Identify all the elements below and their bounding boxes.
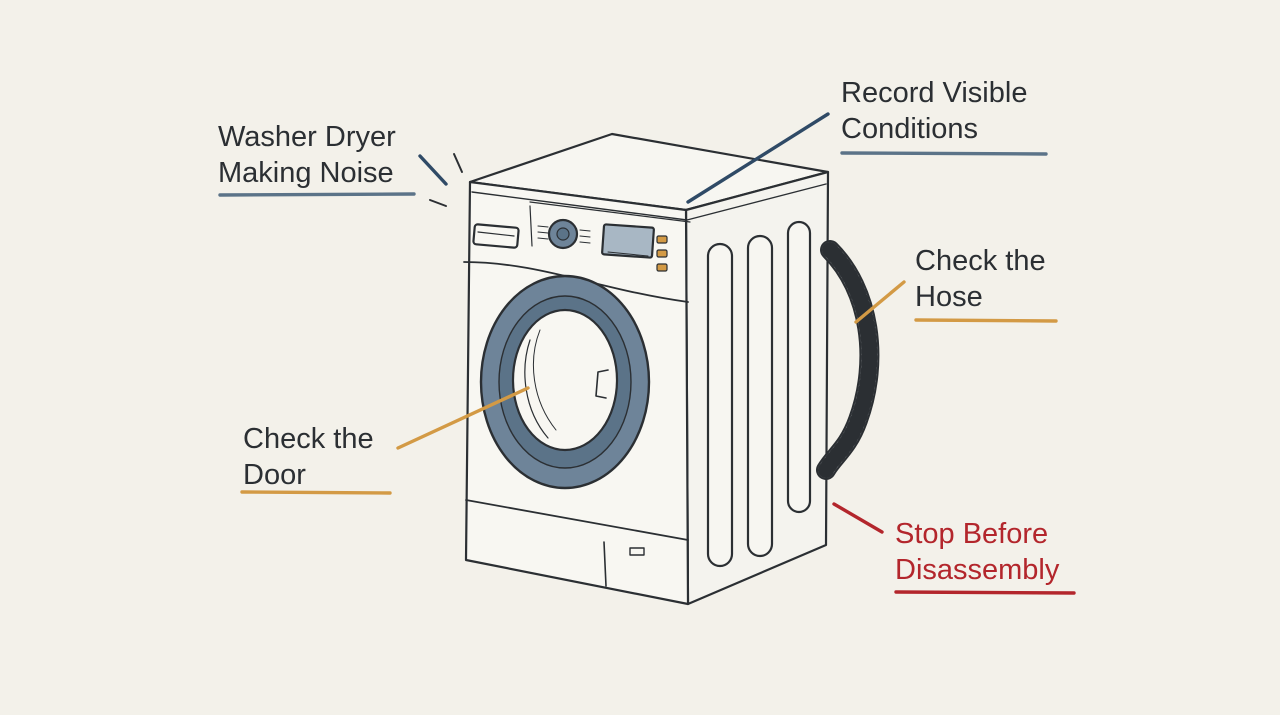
label-line: Stop Before: [895, 518, 1049, 550]
detergent-drawer: [472, 223, 520, 249]
noise-marks: [429, 153, 463, 207]
label-line: Making Noise: [218, 157, 394, 189]
label-line: Disassembly: [895, 554, 1060, 586]
underline-door: [240, 490, 392, 495]
kick-plate: [465, 499, 689, 541]
leader-line-stop: [832, 502, 884, 534]
door-glass: [511, 308, 619, 452]
label-line: Check the: [915, 245, 1046, 277]
label-stop-before-disassembly: Stop Before Disassembly: [895, 516, 1059, 588]
leader-line-hose: [854, 280, 906, 324]
leader-line-noise: [418, 154, 448, 186]
leader-line-door: [396, 386, 530, 450]
panel-button: [656, 249, 668, 258]
hose: [816, 240, 880, 480]
label-line: Check the: [243, 423, 374, 455]
label-line: Door: [243, 459, 306, 491]
label-check-door: Check the Door: [243, 421, 374, 493]
door-latch: [595, 369, 609, 399]
panel-button: [656, 235, 668, 244]
underline-stop: [894, 590, 1076, 595]
label-record-conditions: Record Visible Conditions: [841, 75, 1027, 147]
underline-conditions: [840, 151, 1048, 156]
label-washer-noise: Washer Dryer Making Noise: [218, 119, 396, 191]
label-line: Conditions: [841, 113, 979, 145]
panel-button: [656, 263, 668, 272]
side-rib: [706, 242, 734, 568]
label-line: Washer Dryer: [218, 121, 396, 153]
underline-hose: [914, 318, 1058, 323]
filter-cover: [629, 547, 645, 556]
underline-noise: [218, 192, 416, 197]
label-check-hose: Check the Hose: [915, 243, 1046, 315]
side-rib: [746, 234, 774, 558]
display-screen: [601, 223, 655, 259]
label-line: Record Visible: [841, 77, 1028, 109]
label-line: Hose: [915, 281, 983, 313]
side-rib: [786, 220, 812, 514]
leader-line-conditions: [686, 112, 830, 204]
